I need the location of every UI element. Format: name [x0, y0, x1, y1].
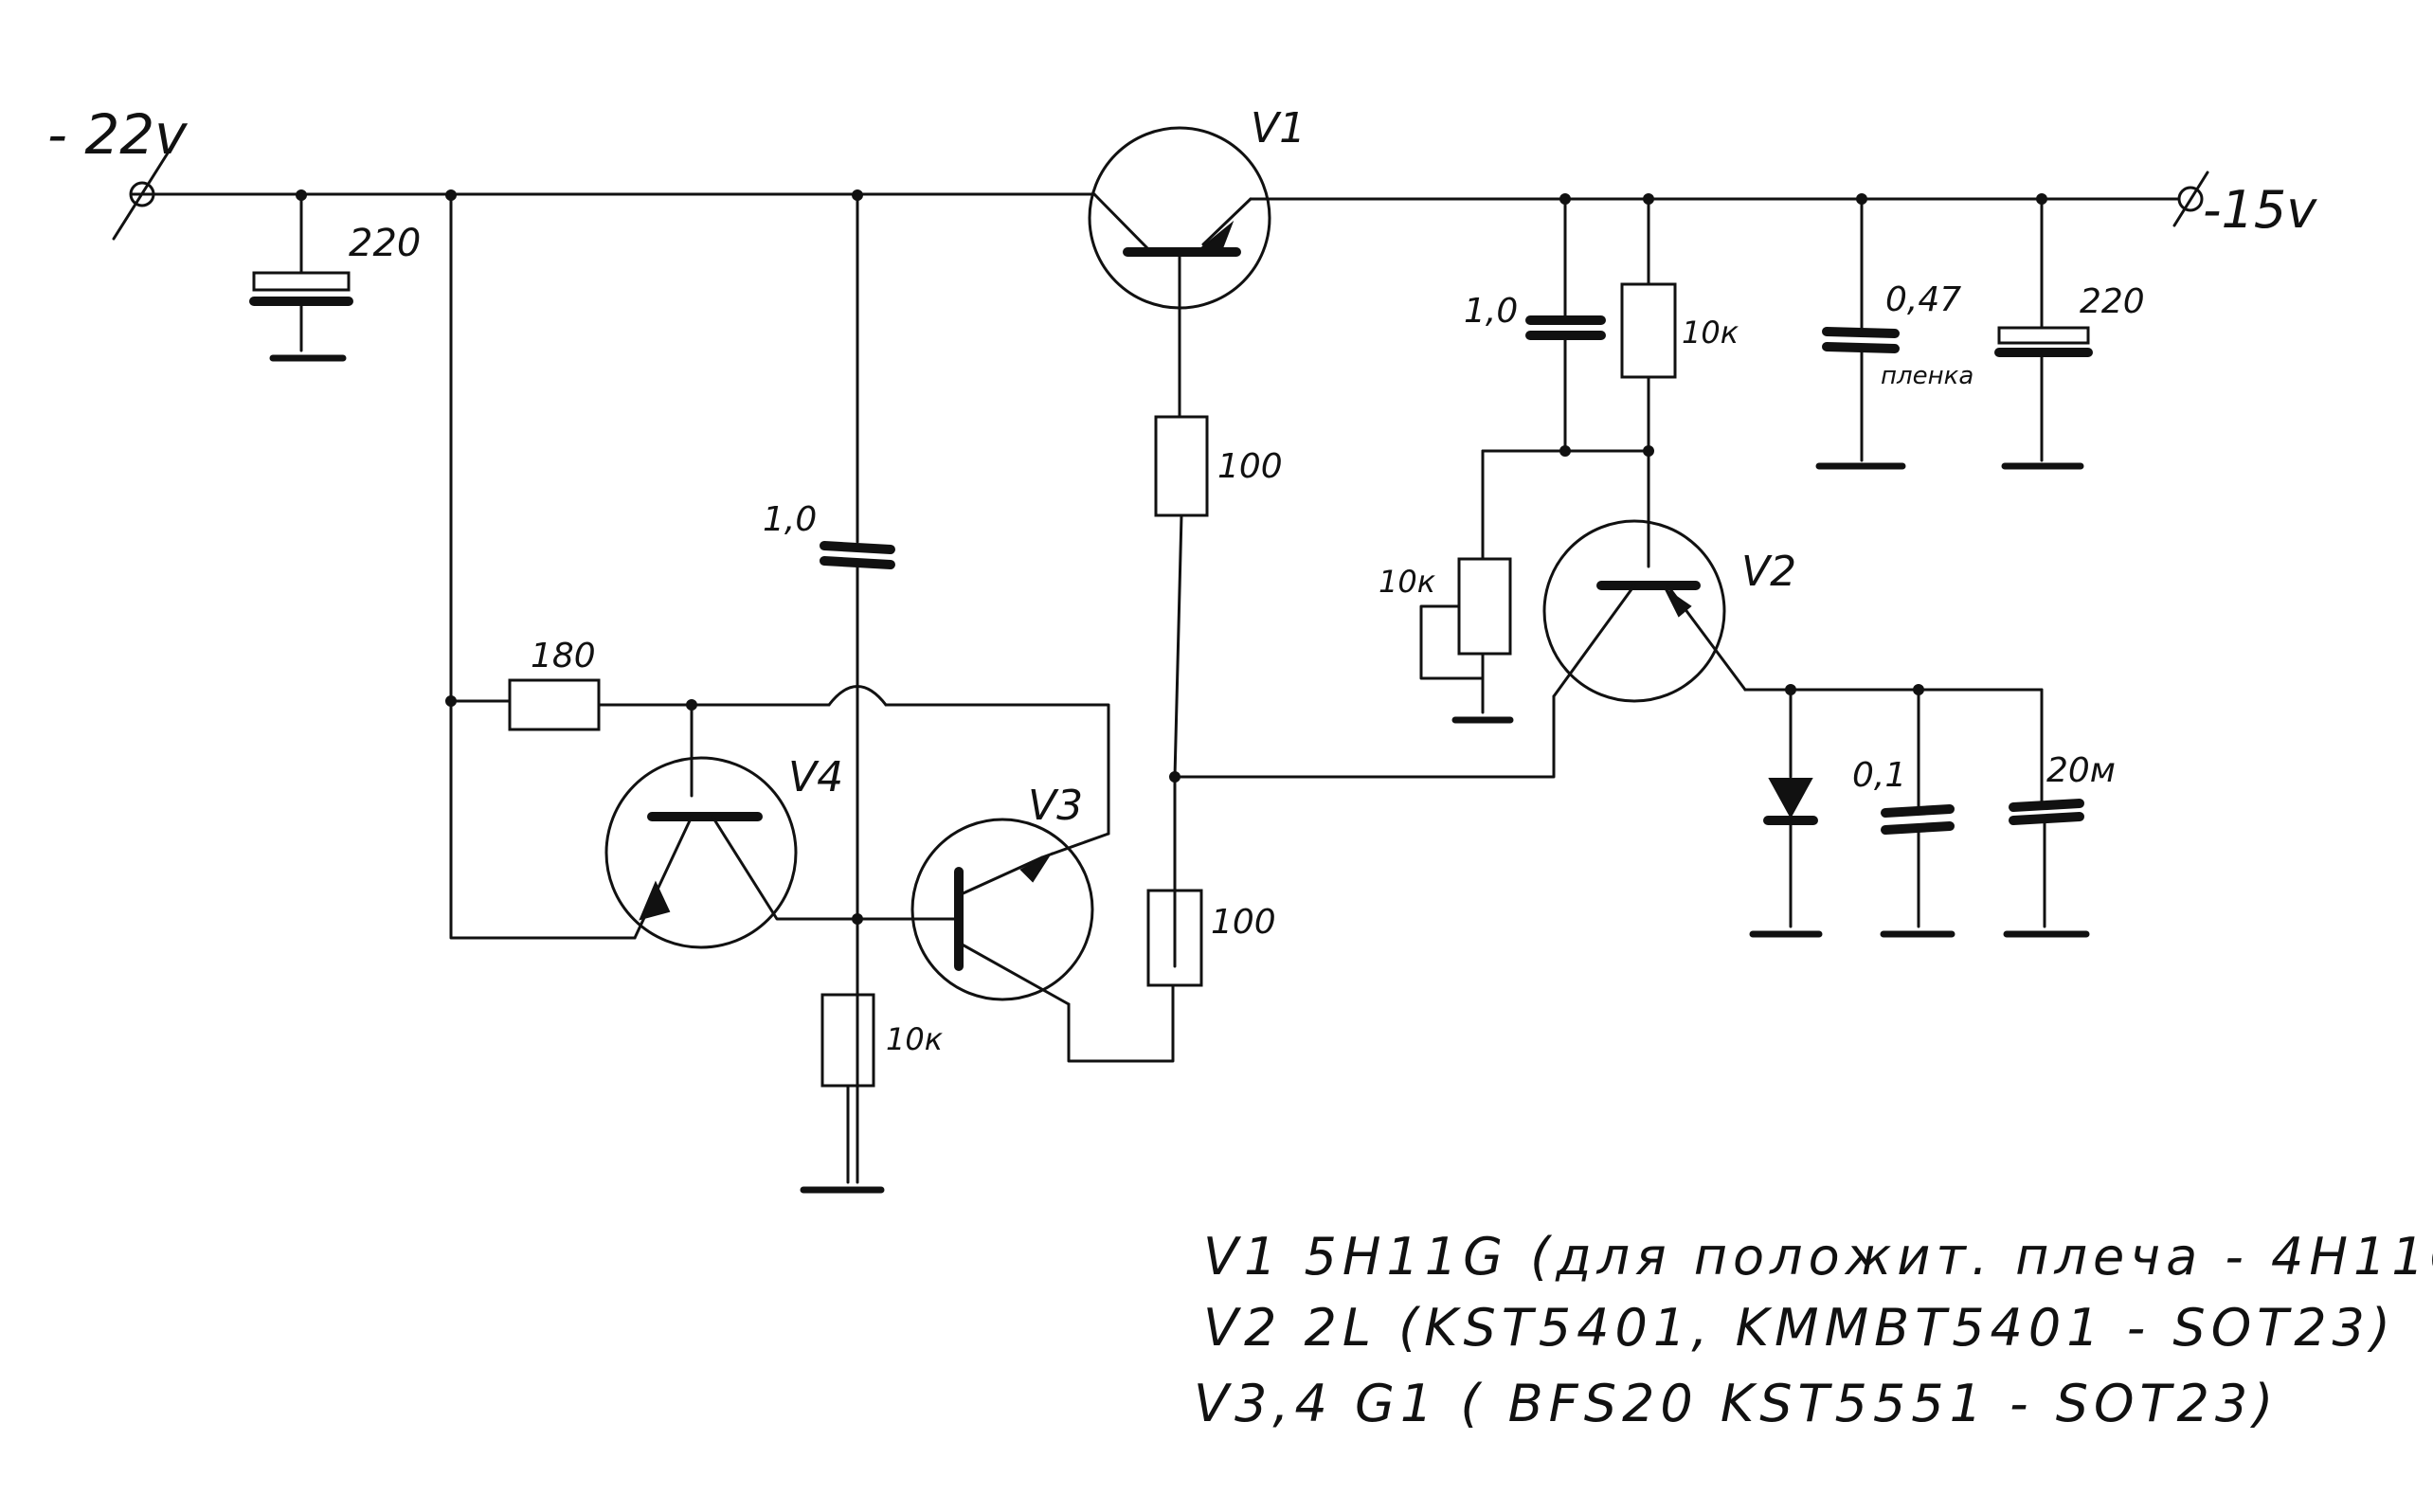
capacitor-output-220 — [1994, 197, 2093, 470]
resistor-180 — [449, 678, 1110, 836]
rail-junctions — [296, 189, 2047, 205]
output-resistor-label: 10к — [1682, 315, 1739, 351]
v1-base-cap-label: 1,0 — [763, 500, 817, 539]
output-cap-1-label: 1,0 — [1464, 292, 1518, 331]
output-voltage-label: -15v — [2203, 180, 2317, 240]
rail-wires — [112, 150, 2209, 241]
left-bus-wire — [449, 193, 637, 940]
output-terminal-icon — [2177, 186, 2204, 212]
film-cap-label: 0,47 — [1885, 280, 1961, 319]
film-cap-note: пленка — [1881, 362, 1973, 390]
resistor-100-top-label: 100 — [1217, 447, 1283, 486]
resistor-100-top — [1154, 415, 1556, 968]
capacitor-output-1 — [1525, 197, 1606, 453]
resistor-180-label: 180 — [531, 637, 596, 675]
resistor-100-bottom — [1067, 889, 1203, 1063]
note-v1: V1 5H11G (для положит. плеча - 4H11G) — [1203, 1227, 2433, 1287]
reference-branch — [1743, 684, 2090, 938]
capacitor-v1-base — [820, 193, 895, 1184]
input-voltage-label: - 22v — [47, 102, 189, 167]
cap-01-label: 0,1 — [1852, 756, 1906, 795]
v2-label: V2 — [1741, 548, 1796, 596]
note-v3-v4: V3,4 G1 ( BFS20 KST5551 - SOT23) — [1194, 1374, 2279, 1433]
transistor-v3 — [856, 818, 1110, 1006]
input-capacitor — [249, 193, 353, 362]
v3-label: V3 — [1028, 782, 1083, 830]
note-v2: V2 2L (KST5401, KMMBT5401 - SOT23) — [1203, 1298, 2396, 1358]
v4-label: V4 — [788, 753, 843, 801]
transistor-v4 — [604, 756, 859, 949]
resistor-10k-output — [1620, 197, 1677, 568]
resistor-10k-v3 — [800, 993, 885, 1194]
resistor-10k-v3-label: 10к — [886, 1021, 944, 1057]
output-cap-220-label: 220 — [2080, 282, 2145, 321]
resistor-100-bottom-label: 100 — [1211, 903, 1276, 942]
input-cap-label: 220 — [349, 222, 421, 265]
transistor-v1 — [1088, 126, 1271, 419]
cap-20m-label: 20м — [2046, 751, 2116, 790]
v1-label: V1 — [1251, 104, 1306, 153]
potentiometer-10k — [1419, 449, 1514, 724]
potentiometer-label: 10к — [1379, 564, 1436, 600]
capacitor-film — [1815, 197, 1906, 470]
input-terminal-icon — [129, 181, 155, 207]
